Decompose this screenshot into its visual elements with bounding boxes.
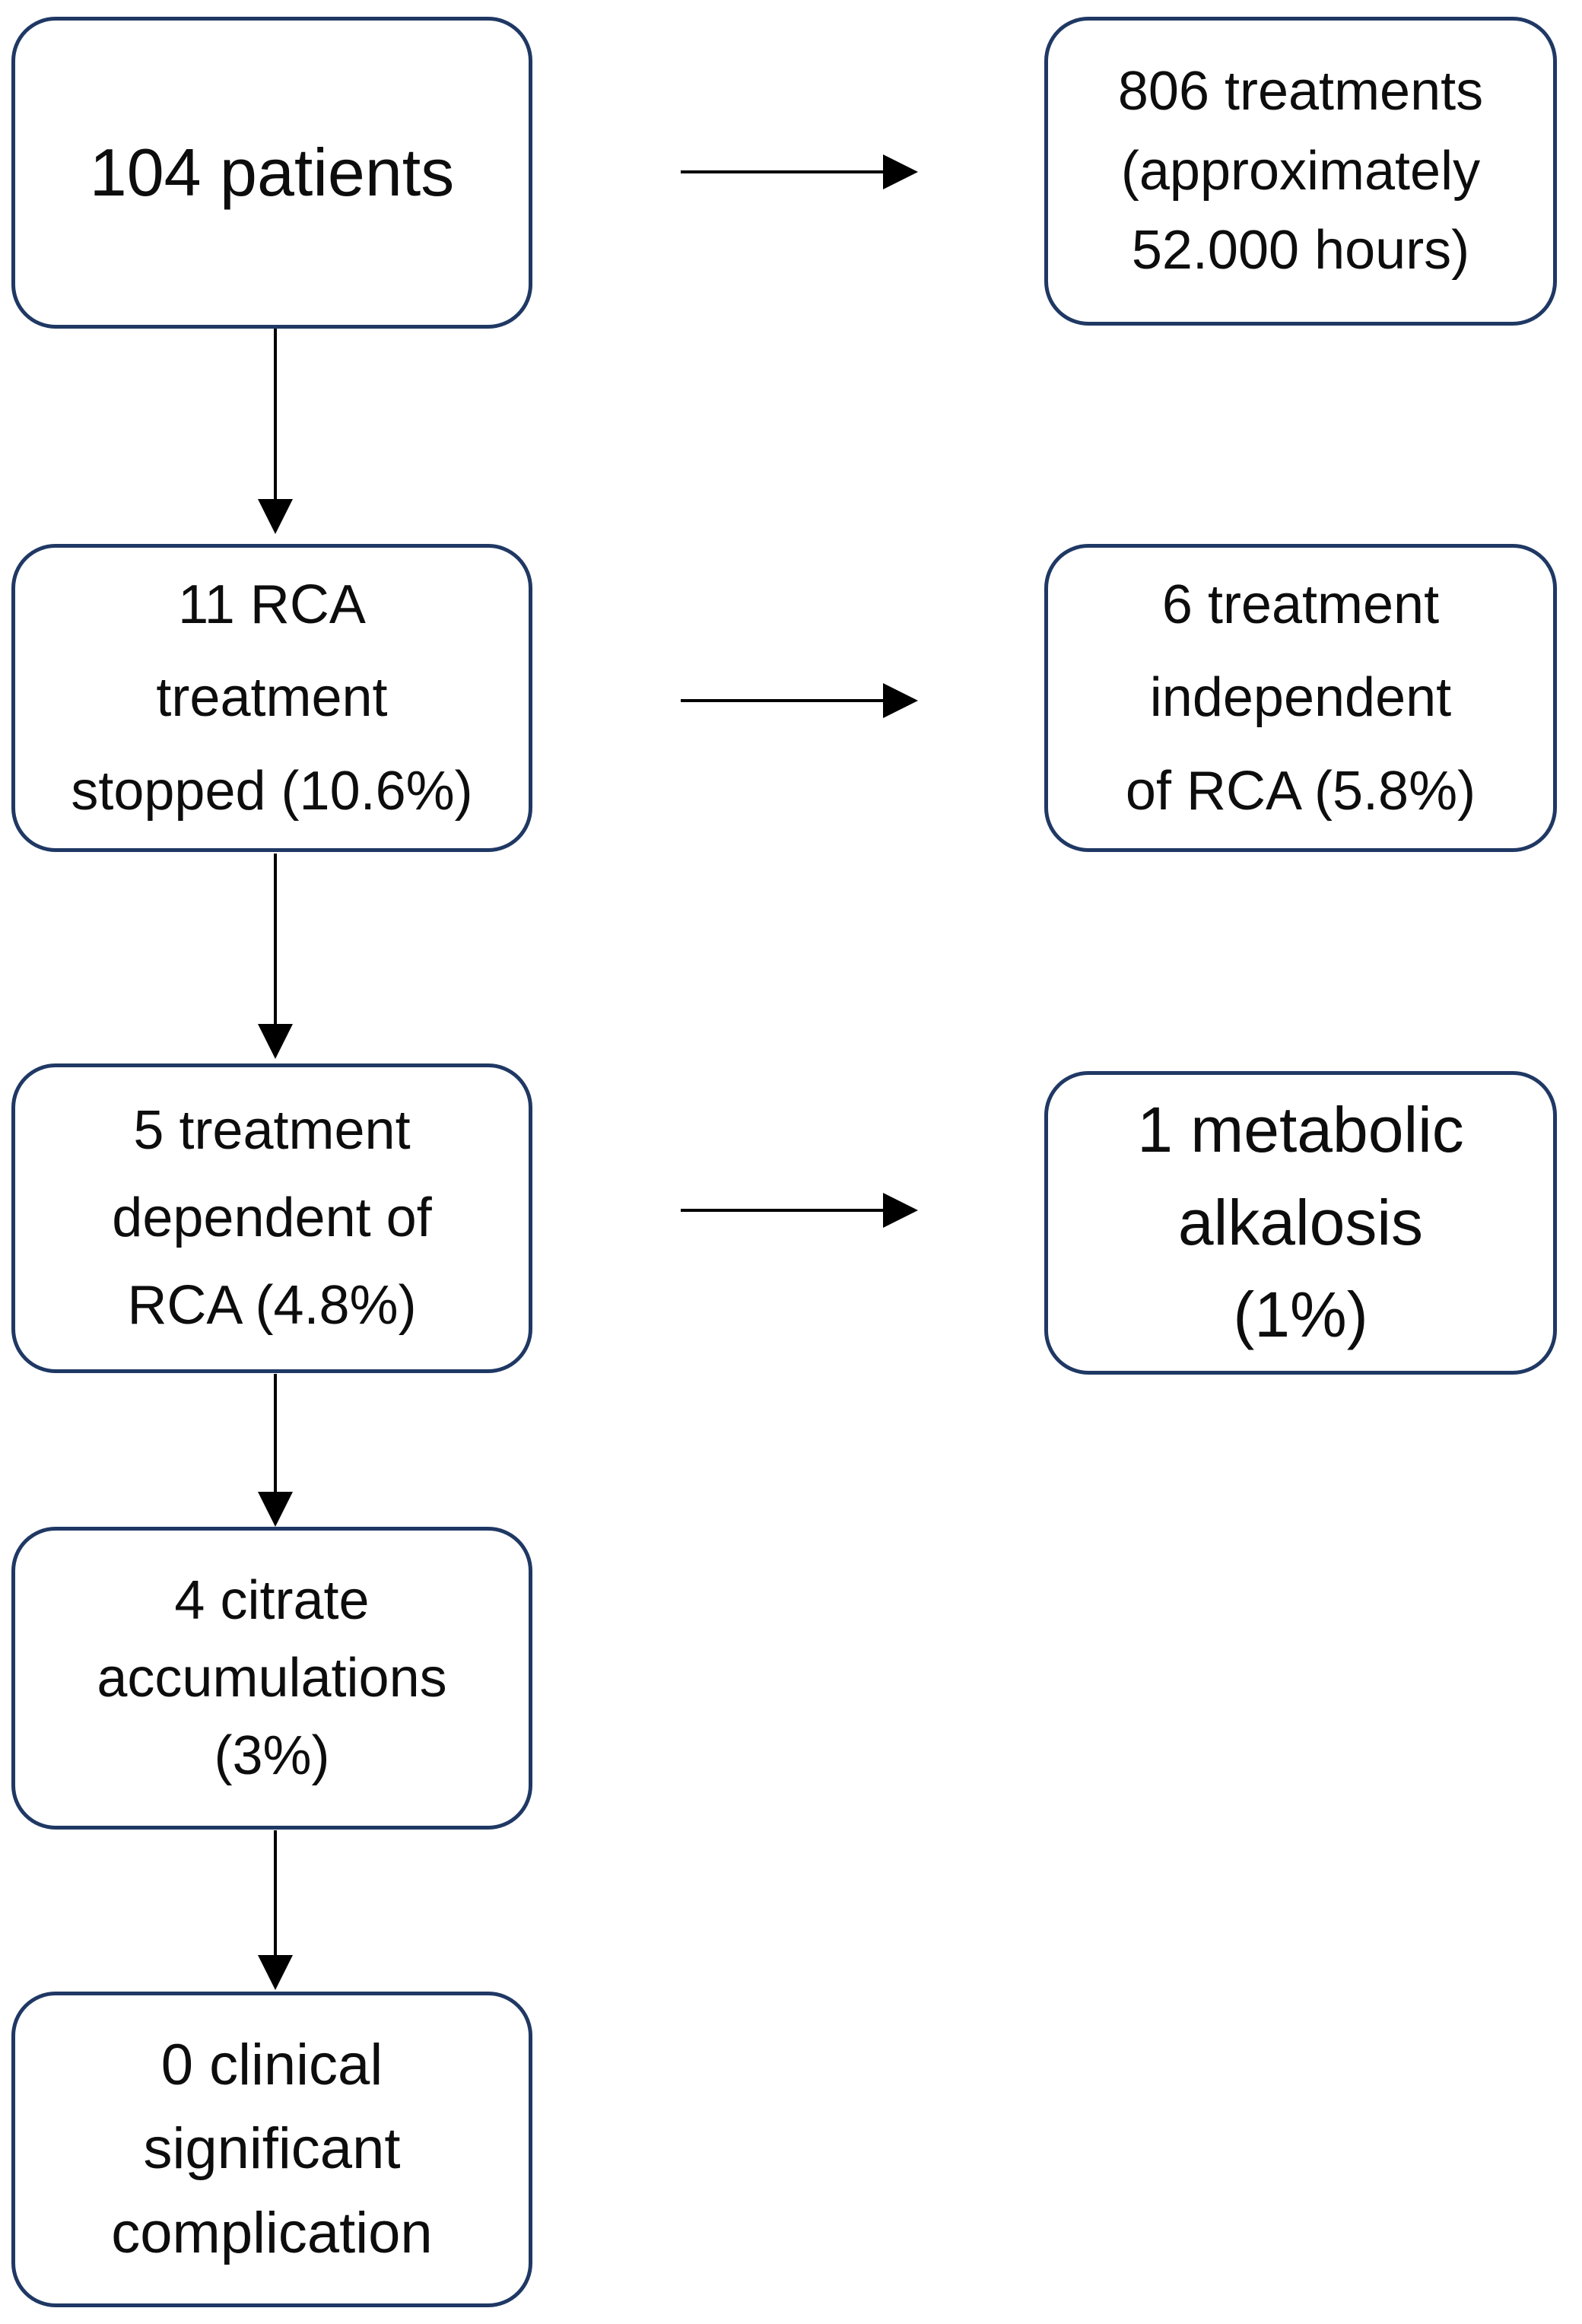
arrow-patients-to-stopped-line <box>274 329 277 499</box>
node-no-clinical-complication: 0 clinical significant complication <box>11 1992 532 2307</box>
node-metabolic-alkalosis: 1 metabolic alkalosis (1%) <box>1044 1071 1557 1375</box>
node-citrate-accumulations: 4 citrate accumulations (3%) <box>11 1527 532 1830</box>
arrow-citrate-to-nocomplication-head-icon <box>258 1955 293 1990</box>
node-rca-treatment-stopped-label: 11 RCA treatment stopped (10.6%) <box>71 574 473 822</box>
node-treatment-dependent-rca: 5 treatment dependent of RCA (4.8%) <box>11 1063 532 1373</box>
arrow-dependent-to-citrate-line <box>274 1374 277 1493</box>
node-806-treatments: 806 treatments (approximately 52.000 hou… <box>1044 17 1557 326</box>
node-treatment-independent-rca-label: 6 treatment independent of RCA (5.8%) <box>1125 574 1476 822</box>
arrow-stopped-to-independent-line <box>681 699 883 702</box>
arrow-dependent-to-alkalosis-line <box>681 1209 883 1212</box>
arrow-dependent-to-citrate-head-icon <box>258 1492 293 1527</box>
node-treatment-dependent-rca-label: 5 treatment dependent of RCA (4.8%) <box>112 1099 432 1337</box>
node-104-patients-label: 104 patients <box>89 135 455 211</box>
arrow-dependent-to-alkalosis-head-icon <box>883 1193 918 1228</box>
node-rca-treatment-stopped: 11 RCA treatment stopped (10.6%) <box>11 544 532 852</box>
arrow-stopped-to-dependent-line <box>274 854 277 1025</box>
arrow-patients-to-treatments-head-icon <box>883 154 918 189</box>
node-806-treatments-label: 806 treatments (approximately 52.000 hou… <box>1117 61 1484 281</box>
node-treatment-independent-rca: 6 treatment independent of RCA (5.8%) <box>1044 544 1557 852</box>
node-104-patients: 104 patients <box>11 17 532 329</box>
arrow-patients-to-treatments-line <box>681 170 883 173</box>
arrow-stopped-to-independent-head-icon <box>883 683 918 718</box>
node-metabolic-alkalosis-label: 1 metabolic alkalosis (1%) <box>1137 1093 1464 1351</box>
arrow-stopped-to-dependent-head-icon <box>258 1024 293 1059</box>
node-no-clinical-complication-label: 0 clinical significant complication <box>111 2033 433 2265</box>
node-citrate-accumulations-label: 4 citrate accumulations (3%) <box>97 1569 447 1787</box>
arrow-citrate-to-nocomplication-line <box>274 1830 277 1956</box>
arrow-patients-to-stopped-head-icon <box>258 499 293 534</box>
